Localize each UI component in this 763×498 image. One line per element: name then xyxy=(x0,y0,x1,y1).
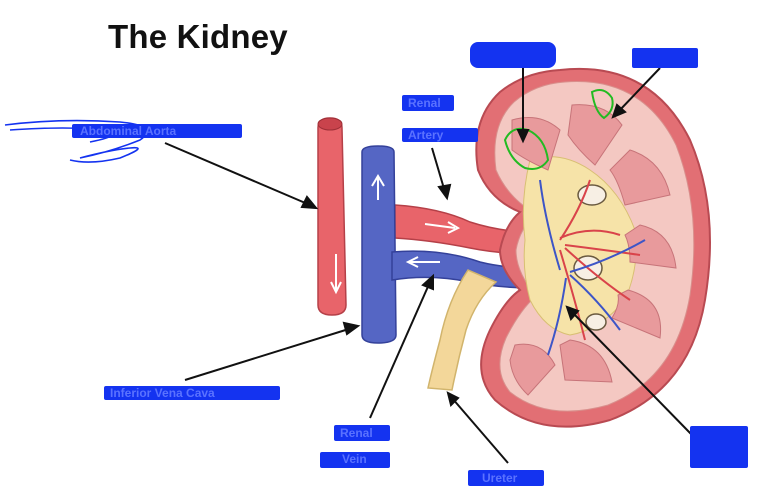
abdominal-aorta-label: Abdominal Aorta xyxy=(80,124,177,138)
inferior-vena-cava-label: Inferior Vena Cava xyxy=(110,386,215,400)
renal-artery-label-box-2 xyxy=(402,128,478,142)
ureter-label: Ureter xyxy=(482,471,518,485)
top-right-label-box xyxy=(632,48,698,68)
page-title: The Kidney xyxy=(108,18,288,55)
abdominal-aorta-label-box xyxy=(72,124,242,138)
inferior-vena-cava-label-box xyxy=(104,386,280,400)
callout-arrows xyxy=(164,67,693,464)
renal-artery-label-line1: Renal xyxy=(408,96,441,110)
renal-vein-label-box-2 xyxy=(320,452,390,468)
renal-vein-label-line2: Vein xyxy=(342,452,367,466)
inferior-vena-cava xyxy=(361,145,397,344)
renal-artery-label-box xyxy=(402,95,454,111)
bottom-right-label-box xyxy=(690,426,748,468)
renal-vein-label-line1: Renal xyxy=(340,426,373,440)
abdominal-aorta xyxy=(317,117,347,316)
ureter xyxy=(427,269,498,391)
ureter-label-box xyxy=(468,470,544,486)
top-label-box xyxy=(470,42,556,68)
renal-vein-label-box xyxy=(334,425,390,441)
renal-artery-label-line2: Artery xyxy=(408,128,444,142)
kidney xyxy=(475,67,711,428)
